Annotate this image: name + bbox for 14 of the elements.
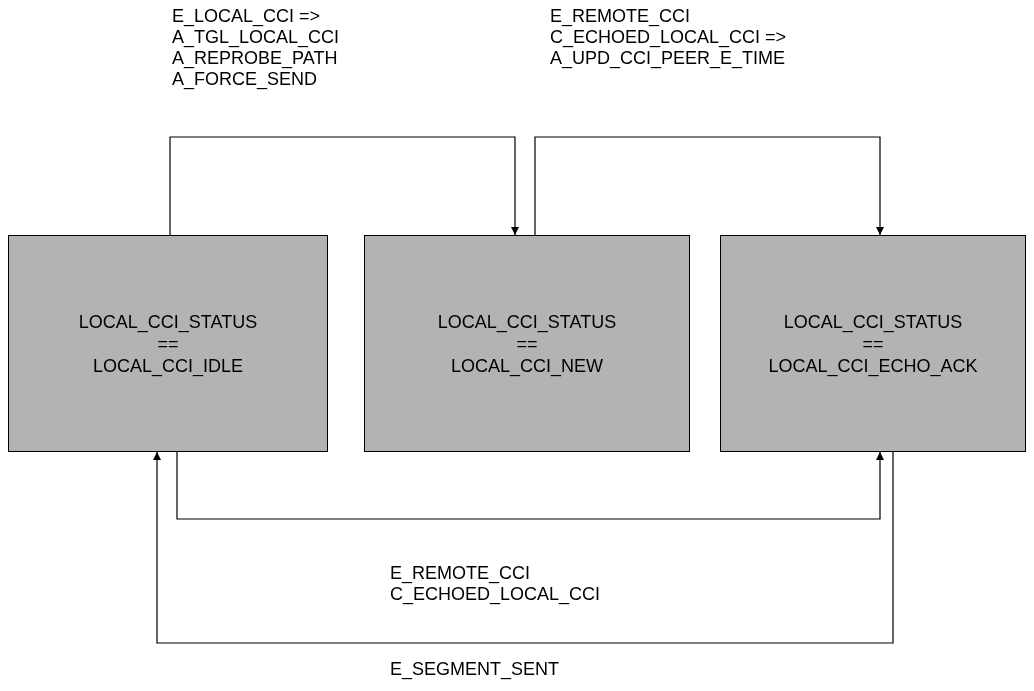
arrow <box>169 136 519 236</box>
state-box <box>720 235 1026 452</box>
edge-label: E_LOCAL_CCI => A_TGL_LOCAL_CCI A_REPROBE_PATH A_FORCE_SEND <box>172 6 340 90</box>
edge-label: E_SEGMENT_SENT <box>390 659 560 680</box>
state-box <box>8 235 328 452</box>
state-label: LOCAL_CCI_STATUS == LOCAL_CCI_IDLE <box>78 310 258 377</box>
state-label: LOCAL_CCI_STATUS == LOCAL_CCI_ECHO_ACK <box>768 310 978 377</box>
arrow <box>534 136 884 236</box>
arrow <box>153 451 894 644</box>
state-label: LOCAL_CCI_STATUS == LOCAL_CCI_NEW <box>437 310 617 377</box>
edge-label: E_REMOTE_CCI C_ECHOED_LOCAL_CCI => A_UPD_CCI_PEER_E_TIME <box>550 6 787 69</box>
state-box <box>364 235 690 452</box>
edge-label: E_REMOTE_CCI C_ECHOED_LOCAL_CCI <box>390 563 601 605</box>
arrow <box>176 451 884 520</box>
